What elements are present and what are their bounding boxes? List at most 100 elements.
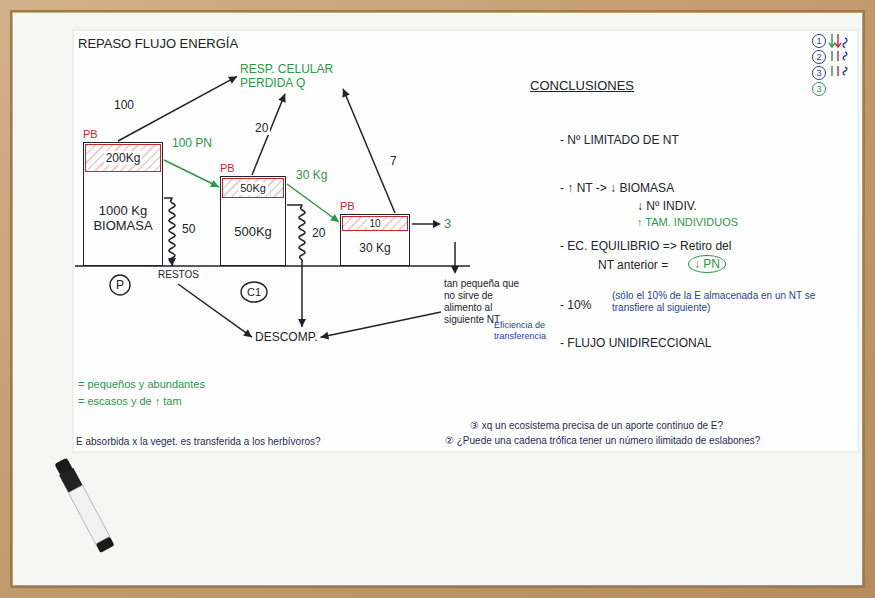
pb-label: PB <box>83 128 98 141</box>
mark-curl <box>843 38 847 48</box>
margin-marks <box>829 34 847 76</box>
note-text: - ↑ NT -> ↓ BIOMASA <box>560 181 674 195</box>
production-value: 10 <box>367 218 382 229</box>
note-text: (sólo el 10% de la E almacenada en un NT… <box>612 290 844 314</box>
arrow-head <box>278 94 285 103</box>
arrow-line <box>287 205 305 327</box>
level-name: P <box>116 279 124 291</box>
arrow-head <box>330 214 339 222</box>
text-node: DESCOMP. <box>255 330 317 344</box>
text-node: RESP. CELULAR PERDIDA Q <box>240 62 340 91</box>
biomass-text: 30 Kg <box>359 242 390 256</box>
note-text: ↓ Nº INDIV. <box>637 199 697 213</box>
frame-edge <box>11 11 864 587</box>
mark-line <box>837 51 838 61</box>
node-text: RESTOS <box>158 269 199 281</box>
circle-shape <box>241 282 267 302</box>
energy-arrow <box>164 198 176 266</box>
flow-value: 100 PN <box>170 136 214 150</box>
note-text: = escasos y de ↑ tam <box>78 395 182 408</box>
pb-label: PB <box>340 200 355 213</box>
mark-line <box>831 66 832 76</box>
callout-number: 3 <box>812 82 826 96</box>
pb-label: PB <box>220 162 235 175</box>
arrow-line <box>454 242 456 268</box>
note-text: E absorbida x la veget. es transferida a… <box>76 436 321 448</box>
arrow-head <box>433 220 441 228</box>
mark-head <box>835 43 841 47</box>
arrow-head <box>451 266 459 274</box>
energy-arrow <box>287 205 306 327</box>
mark-line <box>831 34 832 46</box>
note-text: CONCLUSIONES <box>530 78 634 94</box>
flow-value: 20 <box>253 121 270 135</box>
note-text: ③ xq un ecosistema precisa de un aporte … <box>470 420 723 432</box>
arrow-head <box>243 329 252 337</box>
arrow-line <box>287 184 339 222</box>
production-band: PB200Kg <box>85 144 161 172</box>
energy-arrow <box>342 89 395 213</box>
trophic-level-box: 30 Kg PB10 <box>340 214 410 266</box>
callout-number: 3 <box>812 66 826 80</box>
energy-arrow <box>252 94 286 175</box>
production-value: 200Kg <box>104 151 143 165</box>
note-text: Eficiencia de transferencia <box>494 320 554 342</box>
note-text: - EC. EQUILIBRIO => Retiro del <box>560 239 731 253</box>
production-band: PB10 <box>342 216 408 231</box>
energy-arrow <box>287 184 339 222</box>
flow-value: 50 <box>180 222 197 236</box>
arrow-head <box>342 89 349 98</box>
loss-arrow <box>412 220 441 228</box>
arrow-head <box>298 319 306 327</box>
callout-number: 1 <box>812 34 826 48</box>
note-text: NT anterior = <box>598 258 668 272</box>
text-node: tan pequeña que no sirve de alimento al … <box>444 278 526 326</box>
node-text: DESCOMP. <box>255 330 317 344</box>
mark-line <box>837 34 838 46</box>
marker-pen <box>53 457 114 553</box>
arrow-line <box>412 223 436 225</box>
callout-number: 2 <box>812 50 826 64</box>
marker-body <box>68 485 109 544</box>
arrow-line <box>343 89 395 213</box>
note-text: - Nº LIMITADO DE NT <box>560 133 679 147</box>
flow-value: 20 <box>310 226 327 240</box>
marker-end <box>96 537 115 553</box>
mark-curl <box>843 52 847 60</box>
arrow-head <box>210 180 219 187</box>
mark-line <box>837 66 838 76</box>
production-band: PB50Kg <box>222 178 284 198</box>
mark-head <box>829 43 835 47</box>
level-name: C1 <box>247 287 261 298</box>
arrow-head <box>228 76 237 83</box>
text-node: RESTOS <box>158 269 199 281</box>
biomass-text: 500Kg <box>234 225 272 240</box>
flow-value: 30 Kg <box>294 168 329 182</box>
note-text: - 10% <box>560 298 591 312</box>
down-arrow <box>451 242 459 274</box>
production-value: 50Kg <box>238 182 268 195</box>
mark-line <box>831 51 832 61</box>
node-text: tan pequeña que no sirve de alimento al … <box>444 278 526 326</box>
note-text: 3 <box>444 216 451 232</box>
trophic-level-box: 500Kg PB50Kg <box>220 176 286 266</box>
energy-arrow <box>320 312 441 339</box>
paper-sheet <box>73 30 858 452</box>
biomass-text: 1000 Kg BIOMASA <box>87 204 159 234</box>
arrow-head <box>168 258 176 266</box>
note-text: ② ¿Puede una cadena trófica tener un núm… <box>445 435 760 447</box>
note-text: ↓ PN <box>688 255 726 273</box>
level-circle: P <box>109 274 131 296</box>
trophic-level-box: 1000 Kg BIOMASA PB200Kg <box>83 142 163 266</box>
level-circle: C1 <box>240 281 268 303</box>
arrow-line <box>321 312 442 337</box>
energy-arrow <box>164 160 219 187</box>
arrow-line <box>164 198 175 266</box>
note-text: = pequeños y abundantes <box>78 378 205 391</box>
diagram-title: REPASO FLUJO ENERGÍA <box>78 36 238 51</box>
note-text: ↑ TAM. INDIVIDUOS <box>637 216 738 229</box>
circle-shape <box>110 275 130 295</box>
